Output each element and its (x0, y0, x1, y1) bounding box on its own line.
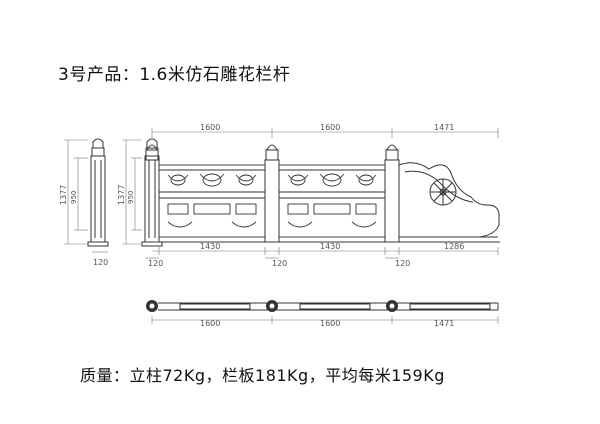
top-span-3: 1471 (434, 123, 454, 132)
panel-1-width: 1430 (200, 242, 220, 251)
post-width-3: 120 (395, 259, 410, 268)
plan-posts (146, 300, 398, 312)
panel-2 (278, 164, 386, 238)
post-width-2: 120 (272, 259, 287, 268)
end-piece-width: 1286 (444, 242, 464, 251)
side-1-height-panel: 950 (70, 191, 78, 204)
side-2-height-total: 1377 (117, 185, 126, 205)
plan-span-3: 1471 (434, 319, 454, 328)
product-title: 3号产品：1.6米仿石雕花栏杆 (58, 65, 291, 85)
top-span-2: 1600 (320, 123, 340, 132)
end-scroll-piece (398, 162, 500, 238)
side-view-1-dims (64, 139, 108, 253)
panel-2-width: 1430 (320, 242, 340, 251)
plan-span-2: 1600 (320, 319, 340, 328)
side-1-width: 120 (93, 258, 108, 267)
front-posts (144, 144, 400, 243)
side-2-height-panel: 950 (127, 191, 135, 204)
side-1-height-total: 1377 (59, 185, 68, 205)
top-dimension-line (151, 128, 499, 138)
panel-1 (158, 164, 266, 238)
weight-specification: 质量：立柱72Kg，栏板181Kg，平均每米159Kg (80, 366, 445, 385)
side-view-1 (87, 138, 109, 247)
plan-span-1: 1600 (200, 319, 220, 328)
bottom-dimension-line (145, 247, 499, 259)
post-width-1: 120 (148, 259, 163, 268)
plan-view (158, 302, 499, 311)
side-view-2-dims (122, 139, 142, 245)
top-span-1: 1600 (200, 123, 220, 132)
plan-dimension-line (151, 316, 499, 324)
